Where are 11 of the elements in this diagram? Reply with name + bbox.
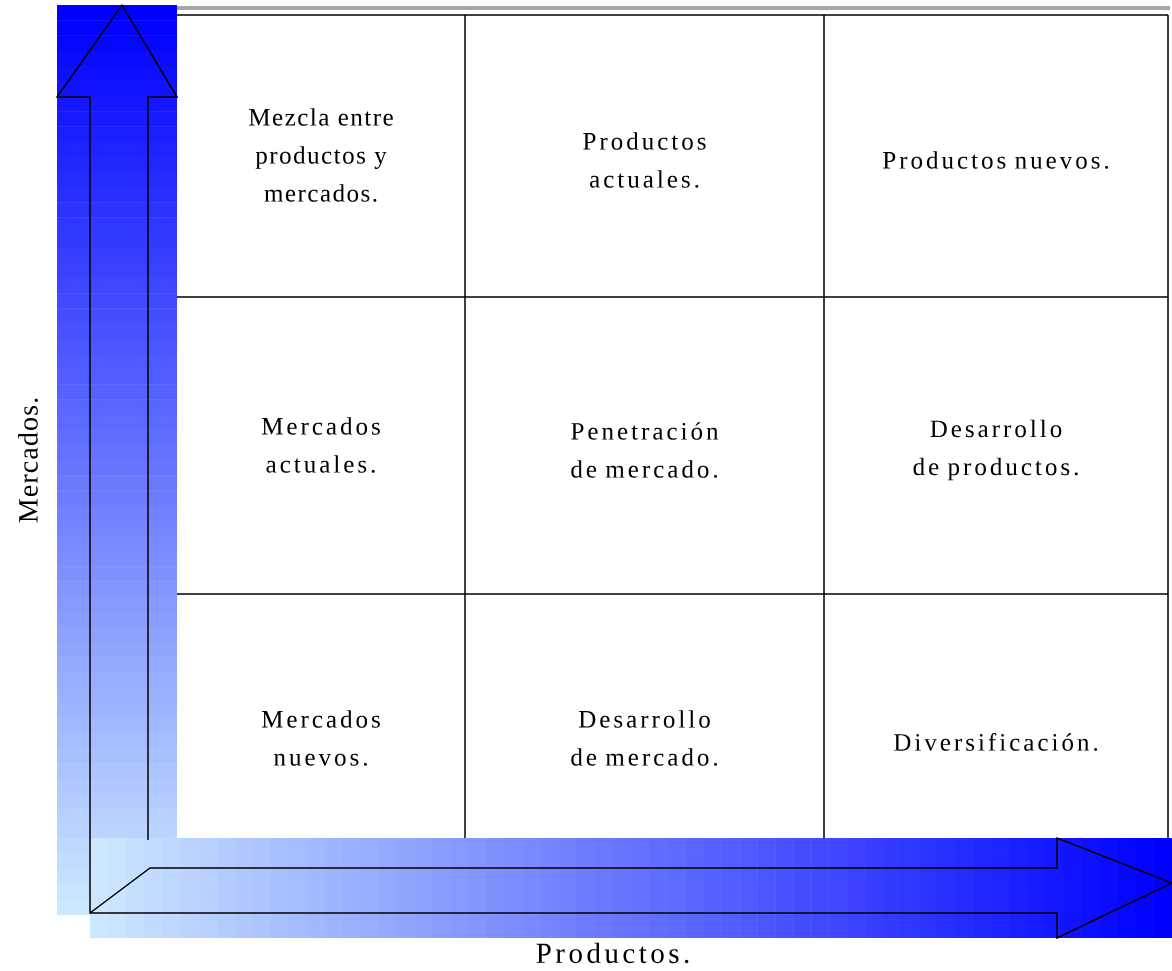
table-cell: Diversificación. [894,733,1098,751]
axis-label: Mercados. [18,398,38,523]
table-cell: Productos actuales. [583,132,706,188]
axis-label: Productos. [536,942,689,964]
table-cell: Desarrollo de productos. [913,419,1078,481]
table-cell: Mercados actuales. [261,417,380,473]
table-cell: Penetración de mercado. [571,422,719,478]
table-cell: Mezcla entre productos y mercados. [249,108,393,202]
table-cell: Desarrollo de mercado. [571,710,717,766]
table-cell: Mercados nuevos. [261,710,380,766]
table-cell: Productos nuevos. [883,151,1109,169]
